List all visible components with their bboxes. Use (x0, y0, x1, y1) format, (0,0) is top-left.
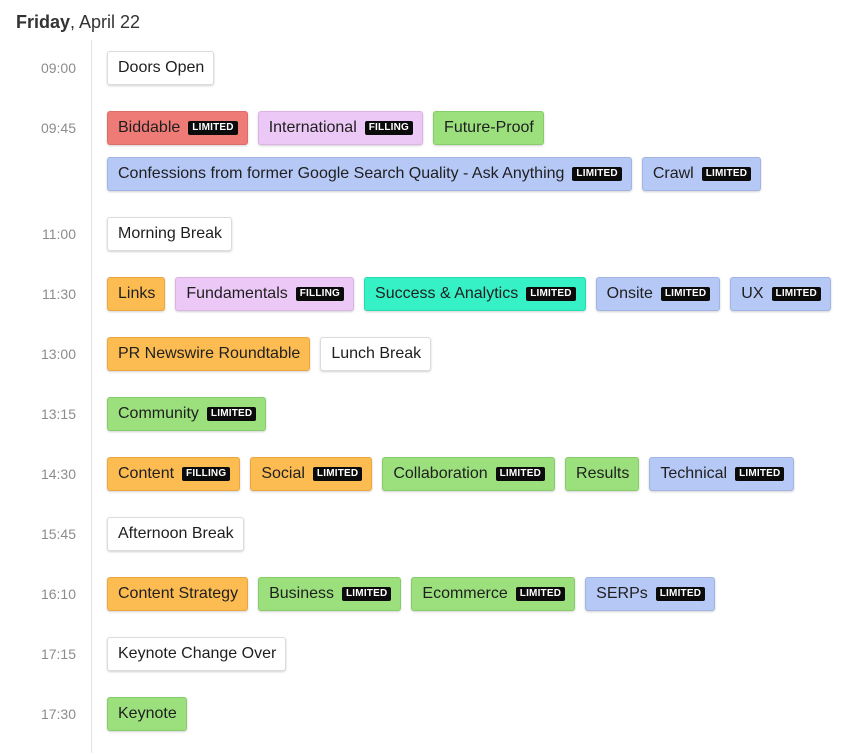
session-label: Results (576, 465, 630, 482)
session-label: UX (741, 285, 764, 302)
session-button[interactable]: Links (107, 277, 166, 311)
session-button[interactable]: Lunch Break (320, 337, 432, 371)
session-status-badge: LIMITED (312, 467, 363, 481)
session-status-badge: LIMITED (735, 467, 785, 481)
slot-time: 14:30 (40, 466, 76, 482)
day-date: , April 22 (70, 12, 141, 32)
session-status-badge: LIMITED (515, 587, 566, 601)
slot-sessions: Keynote (107, 697, 837, 731)
session-status-badge: LIMITED (188, 121, 238, 135)
session-label: Biddable (118, 119, 181, 136)
slot-sessions: Afternoon Break (107, 517, 837, 551)
session-label: Community (118, 405, 199, 422)
day-weekday: Friday (16, 12, 71, 32)
session-label: Links (118, 285, 156, 302)
session-button[interactable]: Keynote (107, 697, 187, 731)
session-button[interactable]: Content FILLING (107, 457, 241, 491)
session-button[interactable]: Keynote Change Over (107, 637, 287, 671)
session-status-badge: LIMITED (206, 407, 257, 421)
session-label: Future-Proof (444, 119, 534, 136)
session-button[interactable]: Crawl LIMITED (641, 157, 762, 191)
session-label: Doors Open (118, 59, 205, 76)
session-label: Lunch Break (331, 345, 422, 362)
session-label: Onsite (606, 285, 653, 302)
session-label: Confessions from former Google Search Qu… (118, 165, 565, 182)
slot-sessions: Community LIMITED (107, 397, 837, 431)
session-button[interactable]: Biddable LIMITED (107, 111, 248, 145)
slot-time: 16:10 (40, 586, 76, 602)
timeline-divider (91, 40, 92, 753)
session-status-badge: LIMITED (655, 587, 706, 601)
session-label: Social (261, 465, 305, 482)
slot-sessions: Links Fundamentals FILLING Success & Analyt… (107, 277, 837, 311)
session-status-badge: FILLING (295, 287, 345, 301)
session-button[interactable]: Afternoon Break (107, 517, 244, 551)
slot-time: 17:30 (40, 706, 76, 722)
session-button[interactable]: Doors Open (107, 51, 215, 85)
slot-sessions: Doors Open (107, 51, 837, 85)
session-button[interactable]: Social LIMITED (250, 457, 373, 491)
session-label: Morning Break (118, 225, 223, 242)
session-button[interactable]: International FILLING (257, 111, 424, 145)
slot-time: 11:30 (42, 286, 76, 302)
session-status-badge: LIMITED (495, 467, 546, 481)
session-label: Content (118, 465, 175, 482)
slot-sessions: PR Newswire Roundtable Lunch Break (107, 337, 837, 371)
session-label: SERPs (596, 585, 648, 602)
session-status-badge: FILLING (182, 467, 231, 481)
session-label: Collaboration (393, 465, 488, 482)
session-button[interactable]: Ecommerce LIMITED (411, 577, 576, 611)
session-button[interactable]: Community LIMITED (107, 397, 267, 431)
session-label: International (268, 119, 357, 136)
session-label: Keynote Change Over (118, 645, 277, 662)
session-label: Fundamentals (186, 285, 288, 302)
session-status-badge: LIMITED (771, 287, 821, 301)
session-label: Keynote (118, 705, 177, 722)
session-button[interactable]: SERPs LIMITED (585, 577, 716, 611)
day-header: Friday, April 22 (16, 12, 140, 33)
slot-time: 09:45 (40, 120, 76, 136)
slot-time: 15:45 (40, 526, 76, 542)
session-status-badge: LIMITED (342, 587, 392, 601)
session-label: Business (269, 585, 334, 602)
session-button[interactable]: PR Newswire Roundtable (107, 337, 311, 371)
slot-time: 13:00 (40, 346, 76, 362)
slot-sessions: Morning Break (107, 217, 837, 251)
session-label: Crawl (652, 165, 694, 182)
session-button[interactable]: Technical LIMITED (649, 457, 795, 491)
session-button[interactable]: Morning Break (107, 217, 233, 251)
session-label: Technical (660, 465, 728, 482)
session-button[interactable]: Content Strategy (107, 577, 249, 611)
session-status-badge: LIMITED (660, 287, 711, 301)
session-button[interactable]: Fundamentals FILLING (175, 277, 355, 311)
slot-time: 09:00 (40, 60, 76, 76)
session-button[interactable]: Confessions from former Google Search Qu… (107, 157, 632, 191)
session-status-badge: LIMITED (572, 167, 622, 181)
slot-time: 11:00 (42, 226, 76, 242)
session-label: Afternoon Break (118, 525, 234, 542)
session-button[interactable]: Success & Analytics LIMITED (364, 277, 586, 311)
slot-sessions: Keynote Change Over (107, 637, 837, 671)
session-label: Content Strategy (118, 585, 239, 602)
session-button[interactable]: Onsite LIMITED (595, 277, 721, 311)
session-button[interactable]: Future-Proof (433, 111, 544, 145)
session-button[interactable]: UX LIMITED (730, 277, 831, 311)
slot-time: 17:15 (40, 646, 76, 662)
session-label: Success & Analytics (375, 285, 519, 302)
session-status-badge: LIMITED (526, 287, 576, 301)
session-label: PR Newswire Roundtable (118, 345, 301, 362)
session-button[interactable]: Results (565, 457, 640, 491)
session-label: Ecommerce (422, 585, 508, 602)
slot-time: 13:15 (40, 406, 76, 422)
session-button[interactable]: Business LIMITED (258, 577, 402, 611)
session-button[interactable]: Collaboration LIMITED (382, 457, 556, 491)
session-status-badge: LIMITED (701, 167, 752, 181)
session-status-badge: FILLING (364, 121, 414, 135)
